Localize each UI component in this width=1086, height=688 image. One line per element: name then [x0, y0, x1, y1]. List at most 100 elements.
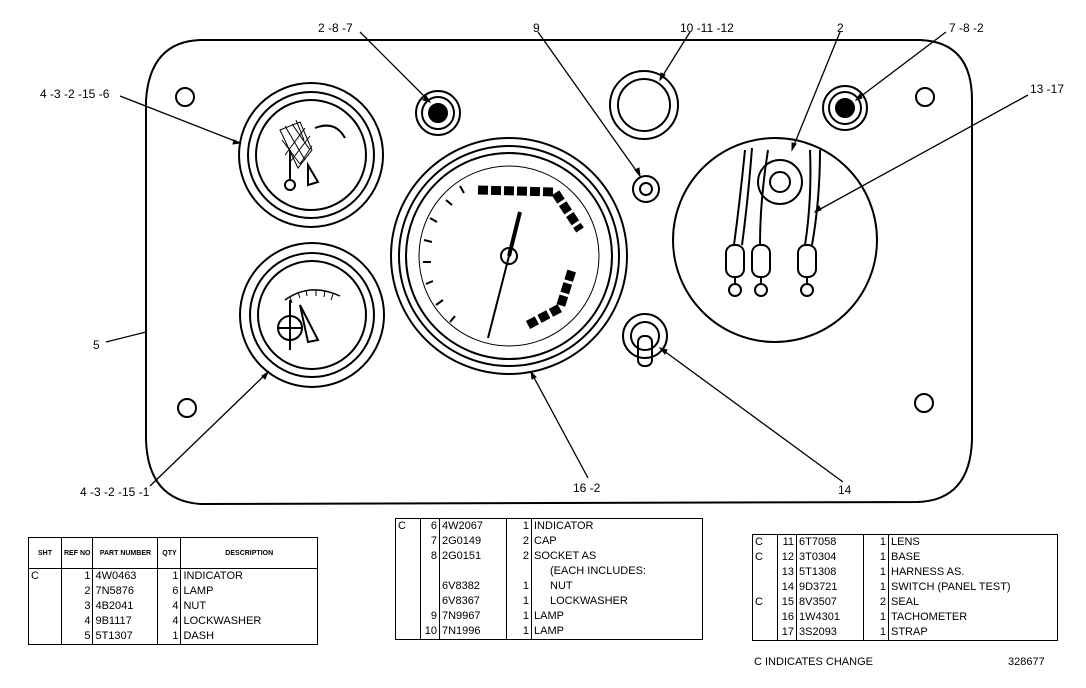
part-number: 3S2093: [796, 625, 864, 641]
table-row: 7 2G0149 2 CAP: [395, 534, 703, 549]
col-header: PART NUMBER: [92, 537, 159, 569]
callout-2: 2: [837, 21, 844, 35]
mounting-hole-top-left: [175, 87, 195, 107]
table-row: 9 7N9967 1 LAMP: [395, 609, 703, 624]
change-flag: C: [752, 534, 778, 550]
table-header-row: SHT REF NO PART NUMBER QTY DESCRIPTION: [28, 537, 318, 569]
description: LENS: [891, 536, 920, 548]
description: NUT: [183, 600, 207, 612]
quantity: 2: [863, 595, 889, 610]
description: STRAP: [891, 626, 928, 638]
table-row: (EACH INCLUDES:: [395, 564, 703, 579]
description: SEAL: [891, 596, 920, 608]
change-note: C INDICATES CHANGE: [754, 656, 873, 668]
ref-number: 1: [61, 568, 94, 584]
callout-14: 14: [838, 483, 852, 497]
quantity: 1: [506, 579, 532, 594]
change-flag: [28, 629, 62, 645]
table-row: 10 7N1996 1 LAMP: [395, 624, 703, 640]
change-flag: [28, 614, 62, 629]
change-flag: [395, 564, 421, 579]
table-row: C 6 4W2067 1 INDICATOR: [395, 518, 703, 534]
change-flag: [28, 584, 62, 599]
quantity: 1: [506, 609, 532, 624]
quantity: 2: [506, 534, 532, 549]
quantity: 1: [506, 594, 532, 609]
description: LAMP: [534, 625, 564, 637]
part-number: 5T1307: [92, 629, 159, 645]
ref-number: 5: [61, 629, 94, 645]
dash-panel-diagram: 2 -8 -7 9 10 -11 -12 2 7 -8 -2 4 -3 -2 -…: [40, 21, 1064, 506]
description: DASH: [183, 630, 215, 642]
ref-number: 17: [777, 625, 797, 641]
description: LAMP: [534, 610, 564, 622]
indicator-lens: [609, 70, 679, 140]
callout-4-3-2-15-6: 4 -3 -2 -15 -6: [40, 87, 110, 101]
description: INDICATOR: [183, 570, 243, 582]
callout-9: 9: [533, 21, 540, 35]
part-number: 2G0151: [439, 549, 507, 564]
part-number: 7N5876: [92, 584, 159, 599]
callout-5: 5: [93, 338, 100, 352]
change-flag: [752, 565, 778, 580]
quantity: 2: [506, 549, 532, 564]
change-flag: C: [752, 550, 778, 565]
drawing-number: 328677: [1008, 656, 1045, 668]
quantity: 1: [863, 625, 889, 641]
quantity: 6: [157, 584, 182, 599]
mounting-hole-top-right: [915, 87, 935, 107]
part-number: 6T7058: [796, 534, 864, 550]
table-row: 16 1W4301 1 TACHOMETER: [752, 610, 1058, 625]
part-number: 2G0149: [439, 534, 507, 549]
ref-number: 15: [777, 595, 797, 610]
description: (EACH INCLUDES:: [550, 565, 646, 577]
ref-number: 11: [777, 534, 797, 550]
ref-number: 8: [420, 549, 440, 564]
ref-number: 9: [420, 609, 440, 624]
change-flag: C: [395, 518, 421, 534]
part-number: 7N1996: [439, 624, 507, 640]
mounting-hole-bottom-left: [177, 398, 197, 418]
description: CAP: [534, 535, 557, 547]
change-flag: [752, 625, 778, 641]
leader-lines: [105, 31, 1029, 487]
description: SOCKET AS: [534, 550, 597, 562]
part-number: 6V8367: [439, 594, 507, 609]
part-number: 6V8382: [439, 579, 507, 594]
quantity: 1: [863, 610, 889, 625]
description: LAMP: [183, 585, 214, 597]
indicator-gauge-upper: [238, 82, 384, 228]
ref-number: 6: [420, 518, 440, 534]
callout-2-8-7: 2 -8 -7: [318, 21, 353, 35]
change-flag: [752, 580, 778, 595]
quantity: 1: [863, 534, 889, 550]
description: NUT: [550, 580, 573, 592]
quantity: 1: [506, 624, 532, 640]
table-row: 14 9D3721 1 SWITCH (PANEL TEST): [752, 580, 1058, 595]
ref-number: [420, 564, 440, 579]
description: TACHOMETER: [891, 611, 968, 623]
parts-table-left: SHT REF NO PART NUMBER QTY DESCRIPTION C…: [28, 537, 318, 645]
description: BASE: [891, 551, 921, 563]
parts-table-middle: C 6 4W2067 1 INDICATOR 7 2G0149 2 CAP 8 …: [395, 518, 703, 640]
callout-4-3-2-15-1: 4 -3 -2 -15 -1: [80, 485, 150, 499]
part-number: 4B2041: [92, 599, 159, 614]
mounting-hole-bottom-right: [914, 393, 934, 413]
description: INDICATOR: [534, 520, 594, 532]
ref-number: [420, 594, 440, 609]
part-number: 4W0463: [92, 568, 159, 584]
callout-16-2: 16 -2: [573, 481, 601, 495]
callout-7-8-2: 7 -8 -2: [949, 21, 984, 35]
table-row: 8 2G0151 2 SOCKET AS: [395, 549, 703, 564]
col-header: SHT: [28, 537, 62, 569]
change-flag: [395, 624, 421, 640]
table-row: C 1 4W0463 1 INDICATOR: [28, 568, 318, 584]
table-row: 17 3S2093 1 STRAP: [752, 625, 1058, 641]
ref-number: 10: [420, 624, 440, 640]
description: LOCKWASHER: [550, 595, 628, 607]
part-number: 1W4301: [796, 610, 864, 625]
quantity: 4: [157, 614, 182, 629]
col-header: REF NO: [61, 537, 94, 569]
change-flag: [395, 534, 421, 549]
ref-number: 13: [777, 565, 797, 580]
